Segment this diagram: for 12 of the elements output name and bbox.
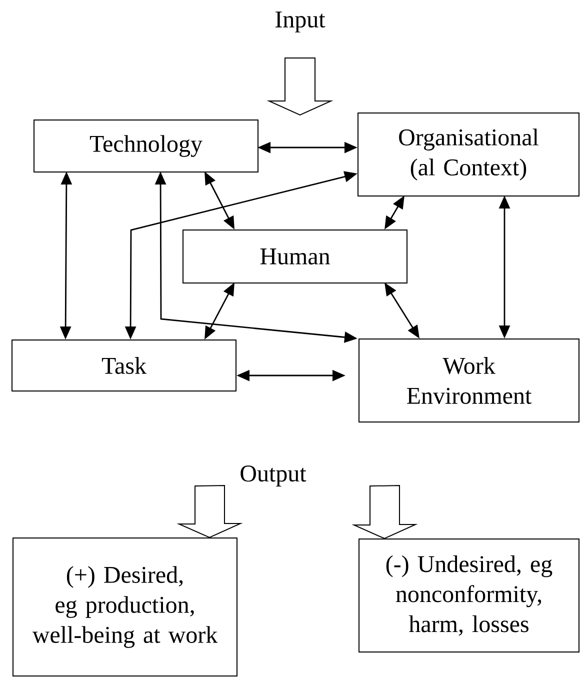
process-box: Task xyxy=(12,340,236,392)
heading-text: Input xyxy=(276,12,326,32)
process-box: Human xyxy=(182,230,408,284)
outcome-box: (-) Undesired, eg nonconformity, harm, losses xyxy=(358,538,580,652)
process-box: Organisational (al Context) xyxy=(358,112,580,196)
process-box: Technology xyxy=(34,120,258,172)
heading-text: Output xyxy=(240,466,306,486)
block-arrow xyxy=(266,58,334,116)
process-box: Work Environment xyxy=(358,338,580,422)
outcome-box: (+) Desired, eg production, well-being at work xyxy=(12,538,238,676)
block-arrow xyxy=(352,485,418,540)
block-arrow xyxy=(176,485,243,538)
